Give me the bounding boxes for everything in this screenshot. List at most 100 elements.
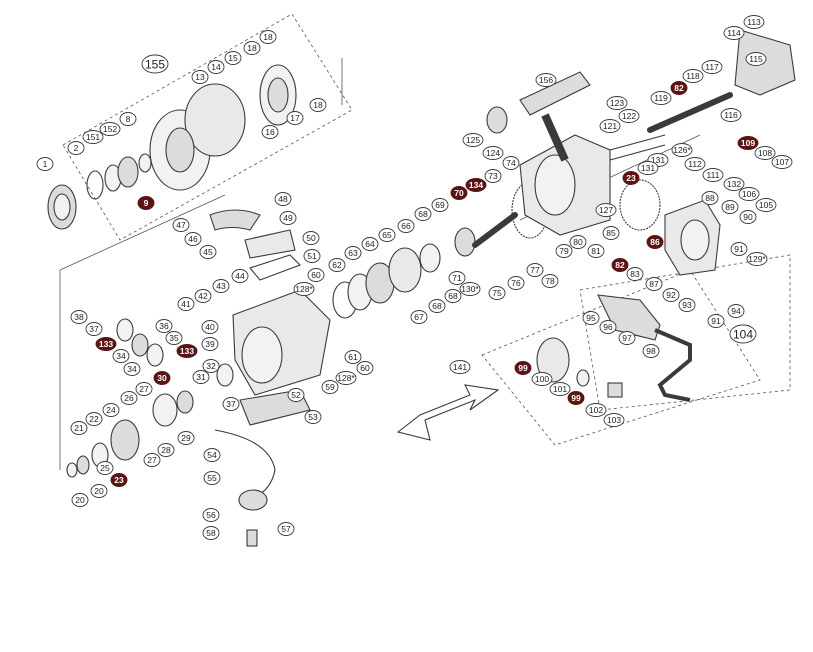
callout-bubble [428,299,446,313]
one-way-clutch-part [388,247,422,293]
part-callout: 133 [95,337,117,351]
part-callout: 48 [274,192,292,206]
callout-bubble [155,319,173,333]
callout-label: 38 [74,312,84,322]
callout-label: 97 [622,333,632,343]
callout-bubble [335,371,357,385]
callout-label: 102 [589,405,603,415]
part-callout: 93 [678,298,696,312]
callout-bubble [143,453,161,467]
part-callout: 44 [231,269,249,283]
part-callout: 57 [277,522,295,536]
washer-part [76,455,90,475]
callout-bubble [261,125,279,139]
callout-bubble [177,431,195,445]
part-callout: 98 [642,344,660,358]
callout-label: 131 [651,155,665,165]
callout-label: 39 [205,339,215,349]
callout-label: 34 [116,351,126,361]
callout-bubble [599,119,621,133]
part-callout: 67 [410,310,428,324]
part-callout: 130* [459,282,481,296]
part-callout: 62 [328,258,346,272]
callout-bubble [618,331,636,345]
callout-bubble [201,337,219,351]
part-callout: 21 [70,421,88,435]
part-callout: 35 [165,331,183,345]
part-callout: 36 [155,319,173,333]
part-callout: 26 [120,391,138,405]
callout-label: 106 [742,189,756,199]
crank-arm-part [654,328,692,402]
part-callout: 50 [302,231,320,245]
part-callout: 79 [555,244,573,258]
callout-label: 53 [308,412,318,422]
callout-label: 49 [283,213,293,223]
callout-bubble [141,54,169,74]
callout-bubble [201,320,219,334]
callout-label: 116 [724,110,738,120]
callout-label: 20 [94,486,104,496]
callout-bubble [720,108,742,122]
drag-washer-part [117,156,139,188]
callout-bubble [599,320,617,334]
callout-label: 55 [207,473,217,483]
callout-bubble [514,361,532,375]
body-bore-part [534,154,576,216]
callout-bubble [702,168,724,182]
callout-label: 81 [591,246,601,256]
callout-label: 58 [206,528,216,538]
callout-bubble [754,146,776,160]
callout-bubble [670,81,688,95]
callout-bubble [771,155,793,169]
callout-bubble [602,226,620,240]
direction-arrow [396,384,500,441]
callout-bubble [723,26,745,40]
callout-label: 51 [307,251,317,261]
part-callout: 114 [723,26,745,40]
callout-bubble [646,235,664,249]
callout-bubble [304,410,322,424]
callout-bubble [90,484,108,498]
bail-wire-part [214,429,276,501]
part-callout: 82 [670,81,688,95]
callout-bubble [194,289,212,303]
callout-bubble [682,69,704,83]
callout-bubble [71,493,89,507]
part-callout: 155 [141,54,169,74]
callout-bubble [541,274,559,288]
callout-label: 91 [734,244,744,254]
part-callout: 100 [531,372,553,386]
callout-bubble [85,412,103,426]
part-callout: 55 [203,471,221,485]
callout-label: 59 [325,382,335,392]
part-callout: 25 [96,461,114,475]
part-callout: 30 [153,371,171,385]
part-callout: 104 [729,324,757,344]
part-callout: 82 [611,258,629,272]
callout-bubble [448,271,466,285]
spool-assembly [47,64,297,230]
part-callout: 18 [309,98,327,112]
part-callout: 69 [431,198,449,212]
callout-label: 117 [705,62,719,72]
callout-label: 76 [511,278,521,288]
callout-bubble [650,91,672,105]
part-callout: 34 [112,349,130,363]
callout-bubble [662,288,680,302]
part-callout: 14 [207,60,225,74]
leader-line [59,194,226,271]
part-callout: 111 [702,168,724,182]
callout-bubble [274,192,292,206]
callout-label: 103 [607,415,621,425]
callout-label: 80 [573,237,583,247]
part-callout: 152 [99,122,121,136]
callout-bubble [302,231,320,245]
callout-bubble [482,146,504,160]
part-callout: 9 [137,196,155,210]
part-callout: 61 [344,350,362,364]
callout-label: 115 [749,54,763,64]
bushing-part [116,318,134,342]
callout-label: 70 [454,188,464,198]
callout-label: 132 [727,179,741,189]
